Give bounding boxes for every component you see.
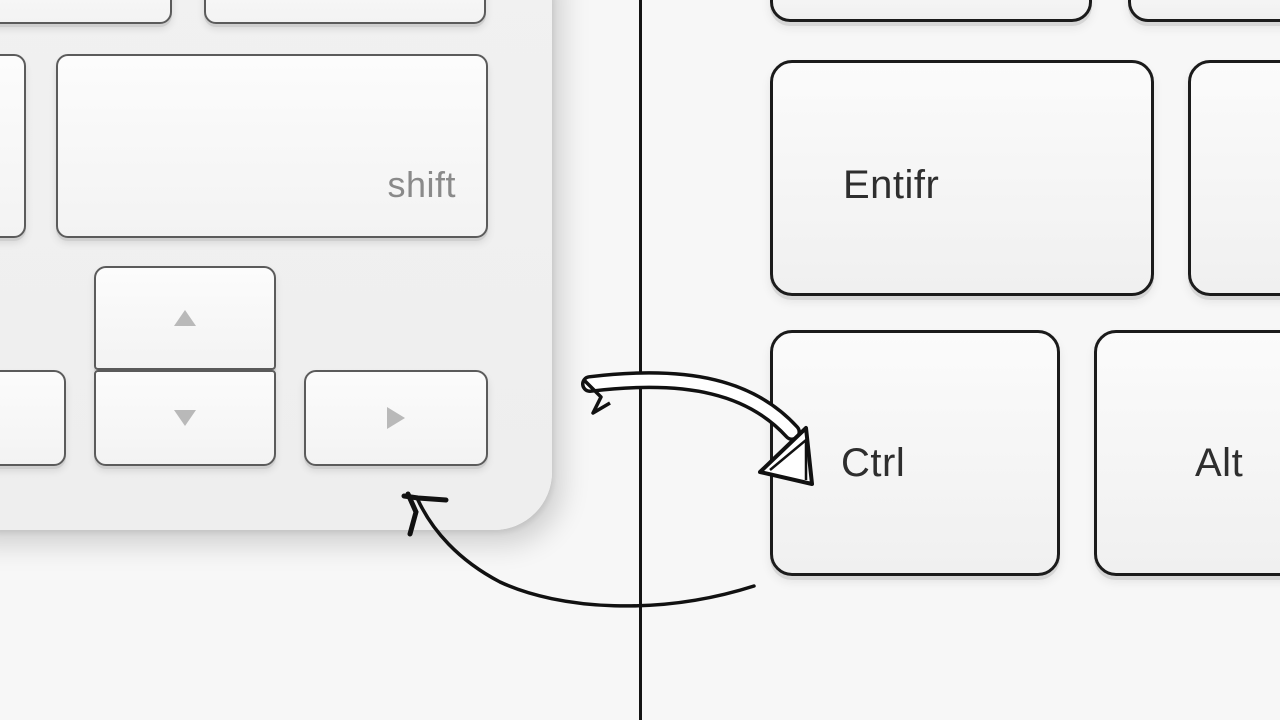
center-divider-line	[639, 0, 642, 720]
shift-key[interactable]: shift	[56, 54, 488, 238]
arrow-left-key[interactable]	[0, 370, 66, 466]
left-edge-key[interactable]	[0, 54, 26, 238]
arrow-up-key[interactable]	[94, 266, 276, 370]
arrow-down-key[interactable]	[94, 370, 276, 466]
top-row-key-2[interactable]	[1128, 0, 1280, 22]
shift-key-label: shift	[387, 164, 456, 205]
triangle-up-icon	[174, 310, 196, 326]
triangle-right-icon	[387, 407, 405, 429]
right-edge-key[interactable]	[1188, 60, 1280, 296]
enter-key[interactable]: Entifr	[770, 60, 1154, 296]
top-left-key[interactable]	[0, 0, 172, 24]
left-keyboard-panel: shift	[0, 0, 552, 530]
alt-key-label: Alt	[1195, 441, 1244, 485]
ctrl-key-label: Ctrl	[841, 441, 906, 485]
ctrl-key[interactable]: Ctrl	[770, 330, 1060, 576]
enter-key-label: Entifr	[843, 163, 940, 207]
thin-curved-arrow-icon	[401, 491, 756, 608]
arrow-right-key[interactable]	[304, 370, 488, 466]
outlined-curved-arrow-icon	[581, 371, 814, 486]
triangle-down-icon	[174, 410, 196, 426]
top-right-key[interactable]	[204, 0, 486, 24]
alt-key[interactable]: Alt	[1094, 330, 1280, 576]
